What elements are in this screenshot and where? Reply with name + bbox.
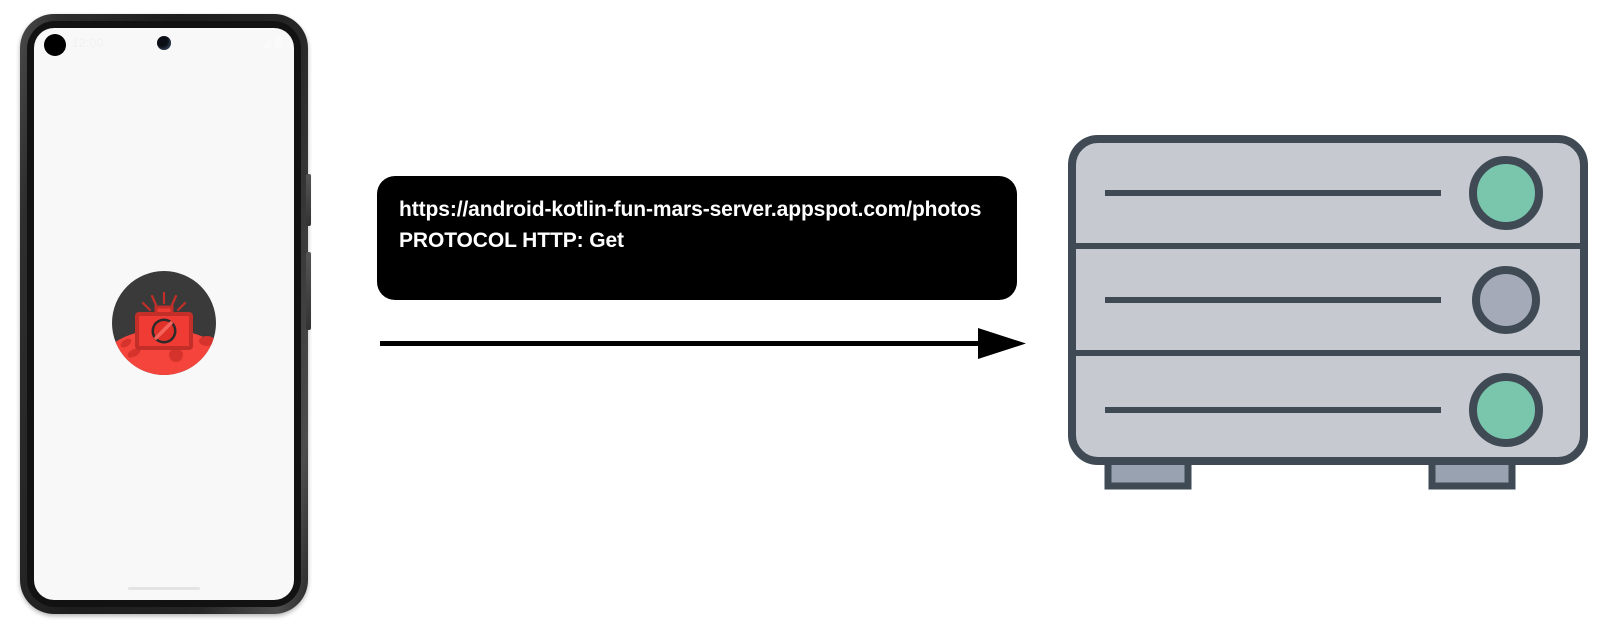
rack-unit-1 [1105, 156, 1543, 230]
status-bar-clock: 12:00 [72, 36, 104, 50]
status-bar: 12:00 [34, 28, 294, 62]
gesture-navigation-bar[interactable] [128, 587, 200, 590]
server-svg [1068, 135, 1588, 490]
callout-protocol-line: PROTOCOL HTTP: Get [399, 229, 624, 252]
mars-photos-app-logo [112, 271, 216, 375]
arrow-svg [380, 328, 1026, 359]
notification-dot-icon [44, 34, 66, 56]
status-led-2 [1472, 266, 1540, 334]
phone-screen: 12:00 [34, 28, 294, 600]
rack-unit-2 [1105, 266, 1540, 334]
status-led-3 [1469, 373, 1543, 447]
web-server-graphic [1060, 125, 1592, 500]
status-led-1 [1469, 156, 1543, 230]
http-request-callout: https://android-kotlin-fun-mars-server.a… [377, 176, 1017, 300]
status-bar-icons [261, 35, 282, 49]
mars-photos-logo-svg [112, 271, 216, 375]
callout-url-line: https://android-kotlin-fun-mars-server.a… [399, 198, 982, 221]
android-phone-mockup: 12:00 [20, 14, 311, 614]
request-direction-arrow [378, 326, 1026, 362]
rack-unit-3 [1105, 373, 1543, 447]
power-button[interactable] [306, 174, 311, 226]
signal-icon [261, 38, 271, 48]
battery-icon [275, 35, 282, 49]
front-camera-punch-hole [157, 36, 171, 50]
volume-button[interactable] [306, 252, 311, 330]
